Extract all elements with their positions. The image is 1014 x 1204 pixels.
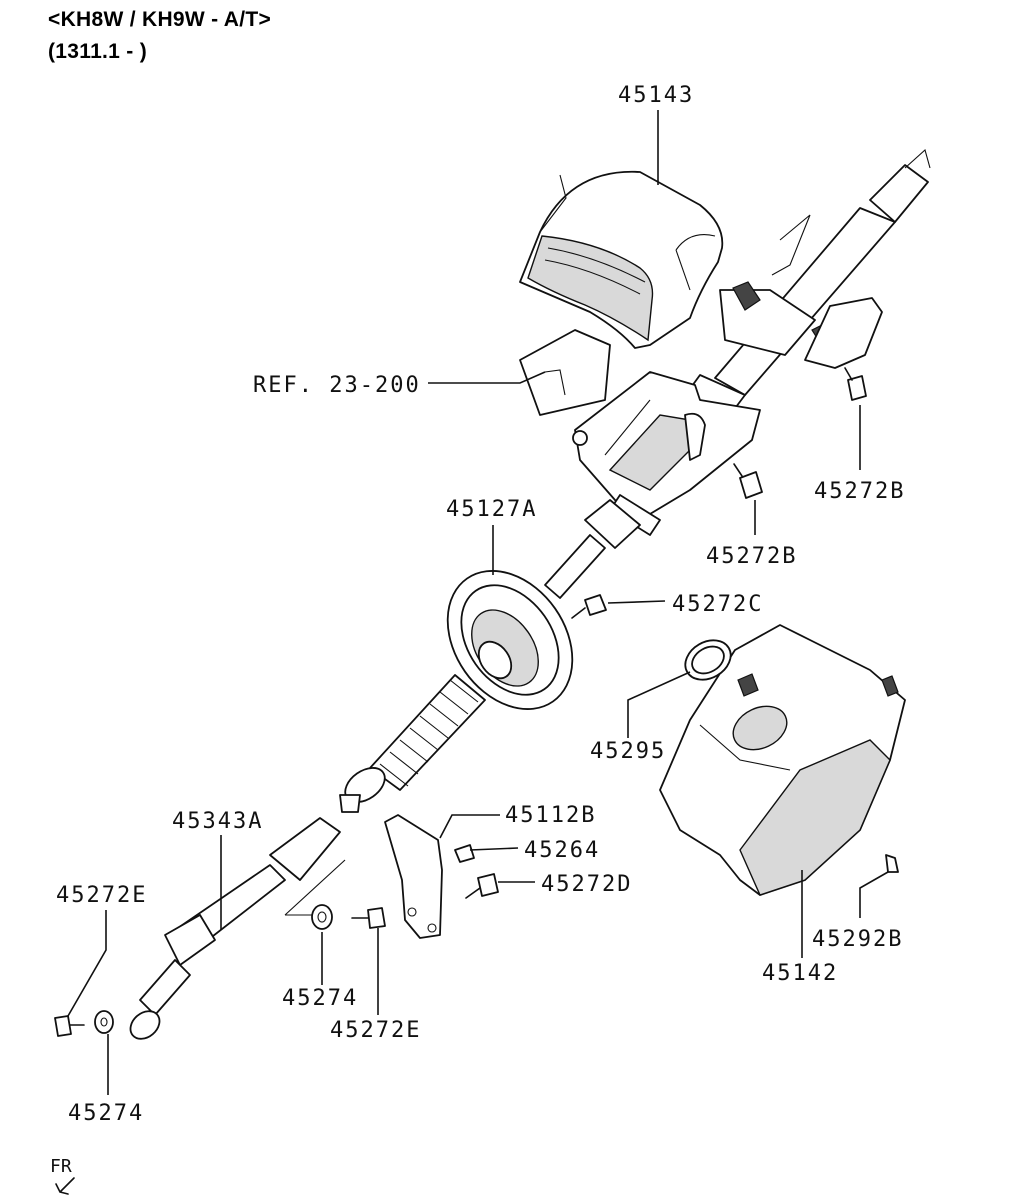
callout-45143: 45143 (618, 83, 694, 108)
callout-45272e-center: 45272E (330, 1018, 421, 1043)
bracket-45112b (384, 814, 443, 939)
ref-bracket (519, 329, 611, 416)
intermediate-shaft (339, 499, 641, 813)
callout-45272d: 45272D (541, 872, 632, 897)
seal-ring (684, 639, 732, 681)
callout-ref-23-200: REF. 23-200 (253, 373, 421, 398)
callout-45295: 45295 (590, 739, 666, 764)
front-direction-label: FR (50, 1156, 72, 1177)
upper-column-cover (519, 170, 724, 349)
callout-45264: 45264 (524, 838, 600, 863)
clip-45264 (454, 844, 475, 863)
callout-45343a: 45343A (172, 809, 263, 834)
callout-45274-center: 45274 (282, 986, 358, 1011)
model-header: <KH8W / KH9W - A/T> (48, 8, 272, 31)
bolt-45272c (571, 594, 607, 619)
front-direction-marker: FR (50, 1156, 75, 1195)
bolt-45272e-left (54, 1015, 85, 1037)
bolt-45272b-upper (844, 367, 867, 401)
bolt-45272d (465, 873, 499, 899)
callout-45272b-upper: 45272B (814, 479, 905, 504)
leader-lines (67, 110, 889, 1095)
nut-45274-center (311, 904, 333, 930)
callout-45292b: 45292B (812, 927, 903, 952)
bolt-45272b-lower (733, 463, 763, 499)
callout-45274-left: 45274 (68, 1101, 144, 1126)
screw-45292b (885, 854, 899, 873)
callout-45112b: 45112B (505, 803, 596, 828)
lower-joint-shaft (129, 817, 346, 1040)
date-range-header: (1311.1 - ) (48, 40, 148, 63)
callout-45272c: 45272C (672, 592, 763, 617)
callout-45127a: 45127A (446, 497, 537, 522)
callout-45272b-lower: 45272B (706, 544, 797, 569)
callout-45142: 45142 (762, 961, 838, 986)
column-housing (572, 371, 761, 536)
bolt-45272e-center (351, 907, 386, 929)
nut-45274-left (94, 1010, 114, 1034)
lower-column-cover (659, 624, 906, 896)
front-arrow-icon (55, 1177, 75, 1195)
callout-45272e-left: 45272E (56, 883, 147, 908)
